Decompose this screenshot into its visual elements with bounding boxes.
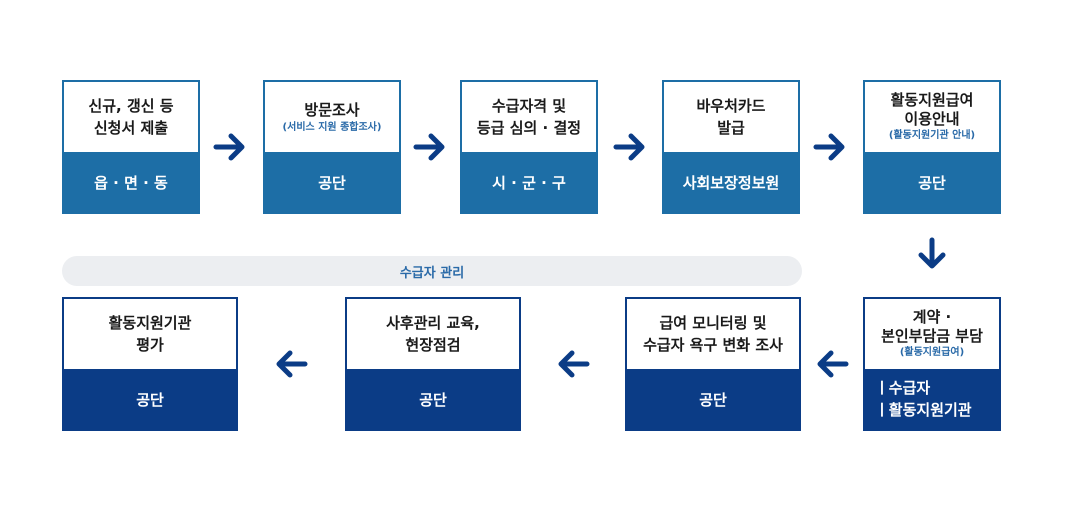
- step-voucher-card: 바우처카드 발급 사회보장정보원: [662, 80, 800, 214]
- step-agency: 공단: [347, 369, 519, 429]
- step-agency-evaluation: 활동지원기관 평가 공단: [62, 297, 238, 431]
- step-title-line: 수급자 욕구 변화 조사: [643, 336, 783, 354]
- step-title-line: 이용안내: [904, 110, 960, 128]
- step-agency: 읍 · 면 · 동: [64, 152, 198, 212]
- step-agency-line: ㅣ수급자: [875, 379, 931, 397]
- step-title: 바우처카드 발급: [664, 82, 798, 152]
- step-agency: 공단: [627, 369, 799, 429]
- step-title-line: 바우처카드: [696, 97, 766, 115]
- step-subtitle: (활동지원기관 안내): [888, 130, 976, 141]
- arrow-down-icon: [918, 237, 946, 269]
- arrow-right-icon: [613, 133, 645, 161]
- step-title-line: 활동지원기관: [108, 314, 192, 332]
- step-usage-guide: 활동지원급여 이용안내 (활동지원기관 안내) 공단: [863, 80, 1001, 214]
- step-title: 방문조사 (서비스 지원 종합조사): [265, 82, 399, 152]
- step-application: 신규, 갱신 등 신청서 제출 읍 · 면 · 동: [62, 80, 200, 214]
- recipient-management-band: 수급자 관리: [62, 256, 802, 286]
- arrow-right-icon: [413, 133, 445, 161]
- step-title-line: 수급자격 및: [491, 97, 567, 115]
- arrow-left-icon: [817, 350, 849, 378]
- step-title: 급여 모니터링 및 수급자 욕구 변화 조사: [627, 299, 799, 369]
- step-agency: 사회보장정보원: [664, 152, 798, 212]
- step-agency-line: ㅣ활동지원기관: [875, 401, 972, 419]
- step-subtitle: (서비스 지원 종합조사): [282, 122, 382, 133]
- step-title-line: 신규, 갱신 등: [88, 97, 174, 115]
- step-agency: 시 · 군 · 구: [462, 152, 596, 212]
- step-subtitle: (활동지원급여): [899, 347, 965, 358]
- step-agency: 공단: [865, 152, 999, 212]
- step-title: 수급자격 및 등급 심의 · 결정: [462, 82, 596, 152]
- step-title: 활동지원급여 이용안내 (활동지원기관 안내): [865, 82, 999, 152]
- step-eligibility-decision: 수급자격 및 등급 심의 · 결정 시 · 군 · 구: [460, 80, 598, 214]
- step-title: 신규, 갱신 등 신청서 제출: [64, 82, 198, 152]
- step-agency: 공단: [64, 369, 236, 429]
- step-title-line: 현장점검: [405, 336, 461, 354]
- step-title: 활동지원기관 평가: [64, 299, 236, 369]
- step-agency: 공단: [265, 152, 399, 212]
- step-title: 계약 · 본인부담금 부담 (활동지원급여): [865, 299, 999, 369]
- step-title-line: 방문조사: [304, 101, 360, 119]
- recipient-management-label: 수급자 관리: [399, 265, 465, 281]
- step-title-line: 평가: [136, 336, 164, 354]
- step-title-line: 발급: [717, 119, 745, 137]
- arrow-left-icon: [558, 350, 590, 378]
- step-monitoring: 급여 모니터링 및 수급자 욕구 변화 조사 공단: [625, 297, 801, 431]
- step-followup-inspection: 사후관리 교육, 현장점검 공단: [345, 297, 521, 431]
- step-agency: ㅣ수급자 ㅣ활동지원기관: [865, 369, 999, 429]
- step-title-line: 본인부담금 부담: [881, 327, 983, 345]
- step-title-line: 등급 심의 · 결정: [476, 119, 582, 137]
- step-title-line: 급여 모니터링 및: [659, 314, 767, 332]
- step-title-line: 계약 ·: [912, 308, 952, 326]
- arrow-right-icon: [213, 133, 245, 161]
- step-title-line: 신청서 제출: [93, 119, 169, 137]
- step-title-line: 사후관리 교육,: [386, 314, 480, 332]
- arrow-left-icon: [276, 350, 308, 378]
- step-visit-survey: 방문조사 (서비스 지원 종합조사) 공단: [263, 80, 401, 214]
- step-title: 사후관리 교육, 현장점검: [347, 299, 519, 369]
- arrow-right-icon: [813, 133, 845, 161]
- step-title-line: 활동지원급여: [890, 91, 974, 109]
- step-contract-copayment: 계약 · 본인부담금 부담 (활동지원급여) ㅣ수급자 ㅣ활동지원기관: [863, 297, 1001, 431]
